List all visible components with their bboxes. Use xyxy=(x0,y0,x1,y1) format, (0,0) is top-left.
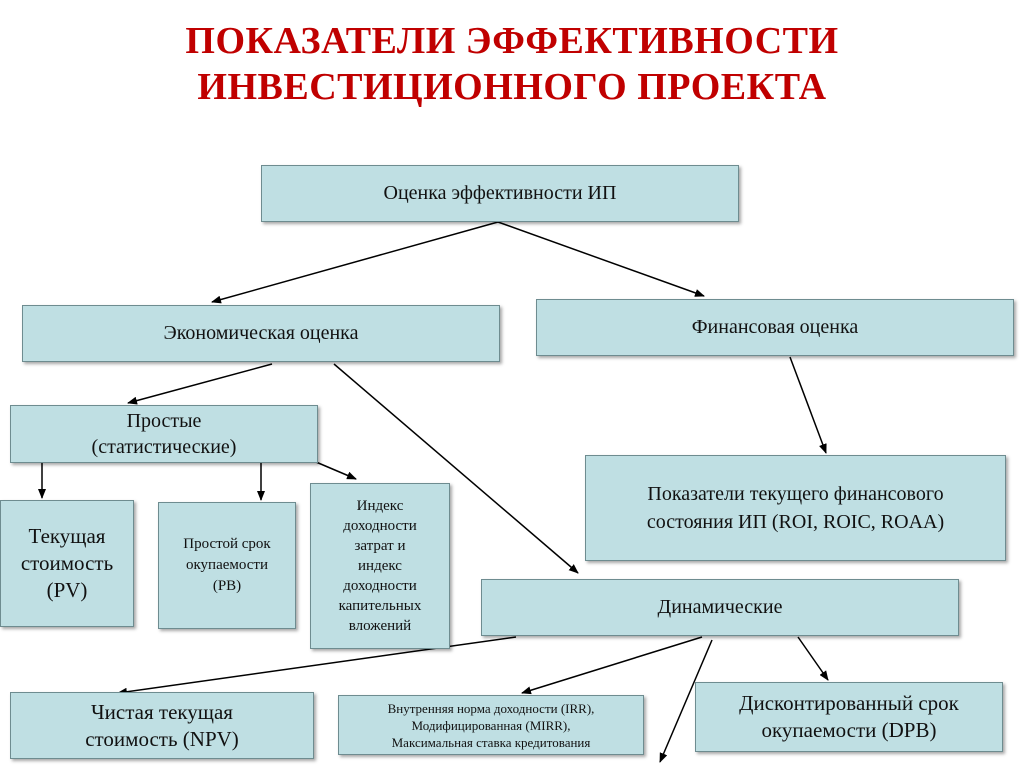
node-index-line-1: Индекс xyxy=(356,498,404,514)
node-irr-line-3: Максимальная ставка кредитования xyxy=(391,734,591,750)
node-index-line-5: доходности xyxy=(343,578,417,594)
node-irr-line-2: Модифицированная (MIRR), xyxy=(411,717,571,733)
node-npv-line-2: стоимость (NPV) xyxy=(85,726,239,751)
node-irr: Внутренняя норма доходности (IRR), Модиф… xyxy=(338,695,644,755)
node-pb-line-2: окупаемости xyxy=(185,557,269,573)
arrow-simple-to-index xyxy=(315,461,357,480)
title-line-2: ИНВЕСТИЦИОННОГО ПРОЕКТА xyxy=(197,66,827,108)
node-financial-label: Финансовая оценка xyxy=(691,316,859,338)
arrow-root-to-financial xyxy=(497,221,705,297)
page-title: ПОКАЗАТЕЛИ ЭФФЕКТИВНОСТИ ИНВЕСТИЦИОННОГО… xyxy=(0,18,1024,110)
node-economic-label: Экономическая оценка xyxy=(163,322,359,344)
title-line-1: ПОКАЗАТЕЛИ ЭФФЕКТИВНОСТИ xyxy=(185,20,839,62)
arrow-root-to-economic xyxy=(211,221,499,304)
node-simple-line-1: Простые xyxy=(126,410,202,432)
node-root: Оценка эффективности ИП xyxy=(261,165,739,222)
node-economic: Экономическая оценка xyxy=(22,305,500,362)
node-npv-line-1: Чистая текущая xyxy=(91,699,233,724)
node-index-line-6: капительных xyxy=(338,598,422,614)
arrow-financial-to-current xyxy=(789,356,827,454)
arrow-dynamic-down xyxy=(659,639,713,763)
node-npv: Чистая текущая стоимость (NPV) xyxy=(10,692,314,759)
node-pb-line-1: Простой срок xyxy=(183,536,271,552)
node-simple-line-2: (статистические) xyxy=(91,436,237,458)
node-index: Индекс доходности затрат и индекс доходн… xyxy=(310,483,450,649)
node-current-state-line-2: состояния ИП (ROI, ROIC, ROAA) xyxy=(646,511,945,533)
arrow-dynamic-to-dpb xyxy=(797,636,829,681)
node-index-line-7: вложений xyxy=(348,618,412,634)
node-dpb: Дисконтированный срок окупаемости (DPB) xyxy=(695,682,1003,752)
node-index-line-2: доходности xyxy=(343,518,417,534)
node-dpb-line-2: окупаемости (DPB) xyxy=(761,718,937,742)
node-dynamic: Динамические xyxy=(481,579,959,636)
node-pv: Текущая стоимость (PV) xyxy=(0,500,134,627)
node-financial: Финансовая оценка xyxy=(536,299,1014,356)
arrow-economic-to-dynamic xyxy=(333,363,579,574)
node-pv-line-2: стоимость xyxy=(20,551,114,575)
node-dpb-line-1: Дисконтированный срок xyxy=(739,691,959,715)
node-pb-line-3: (PB) xyxy=(212,578,242,594)
node-index-line-3: затрат и xyxy=(354,538,406,554)
arrow-economic-to-simple xyxy=(127,363,273,405)
node-simple: Простые (статистические) xyxy=(10,405,318,463)
node-current-state-line-1: Показатели текущего финансового xyxy=(647,483,944,505)
arrow-dynamic-to-irr xyxy=(521,636,703,695)
node-dynamic-label: Динамические xyxy=(657,596,783,618)
node-pv-line-1: Текущая xyxy=(28,524,106,548)
node-pb: Простой срок окупаемости (PB) xyxy=(158,502,296,629)
node-root-label: Оценка эффективности ИП xyxy=(383,182,617,204)
node-irr-line-1: Внутренняя норма доходности (IRR), xyxy=(387,700,595,716)
node-index-line-4: индекс xyxy=(358,558,402,574)
node-pv-line-3: (PV) xyxy=(46,578,88,602)
node-current-state: Показатели текущего финансового состояни… xyxy=(585,455,1006,561)
